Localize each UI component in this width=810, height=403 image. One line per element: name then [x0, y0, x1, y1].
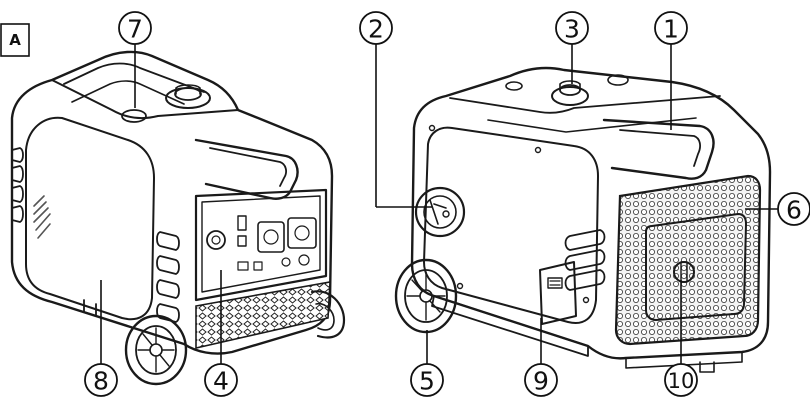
callout-1: 1 [654, 11, 688, 45]
callouts: 7 2 3 1 6 8 4 5 [84, 11, 810, 397]
callout-7-number: 7 [127, 15, 143, 44]
callout-1-number: 1 [663, 15, 679, 44]
callout-4-number: 4 [213, 367, 229, 396]
callout-7: 7 [118, 11, 152, 45]
callout-6-number: 6 [786, 196, 802, 225]
callout-10: 10 [664, 363, 698, 397]
callout-4: 4 [204, 363, 238, 397]
callout-3: 3 [555, 11, 589, 45]
callout-8: 8 [84, 363, 118, 397]
left-generator-illustration [10, 50, 346, 386]
callout-3-number: 3 [564, 15, 580, 44]
right-wheel [394, 258, 458, 334]
callout-9-number: 9 [533, 367, 549, 396]
figure-label: A [9, 31, 21, 49]
callout-6: 6 [777, 192, 810, 226]
callout-5: 5 [410, 363, 444, 397]
callout-10-number: 10 [668, 369, 695, 393]
leader-lines [100, 44, 778, 364]
callout-8-number: 8 [93, 367, 109, 396]
right-generator-illustration [394, 66, 772, 373]
callout-9: 9 [524, 363, 558, 397]
callout-5-number: 5 [419, 367, 435, 396]
callout-2-number: 2 [368, 15, 384, 44]
left-wheel-front [124, 314, 188, 386]
figure-label-box: A [0, 23, 30, 57]
left-wheel-rear [310, 290, 346, 339]
callout-2: 2 [359, 11, 393, 45]
